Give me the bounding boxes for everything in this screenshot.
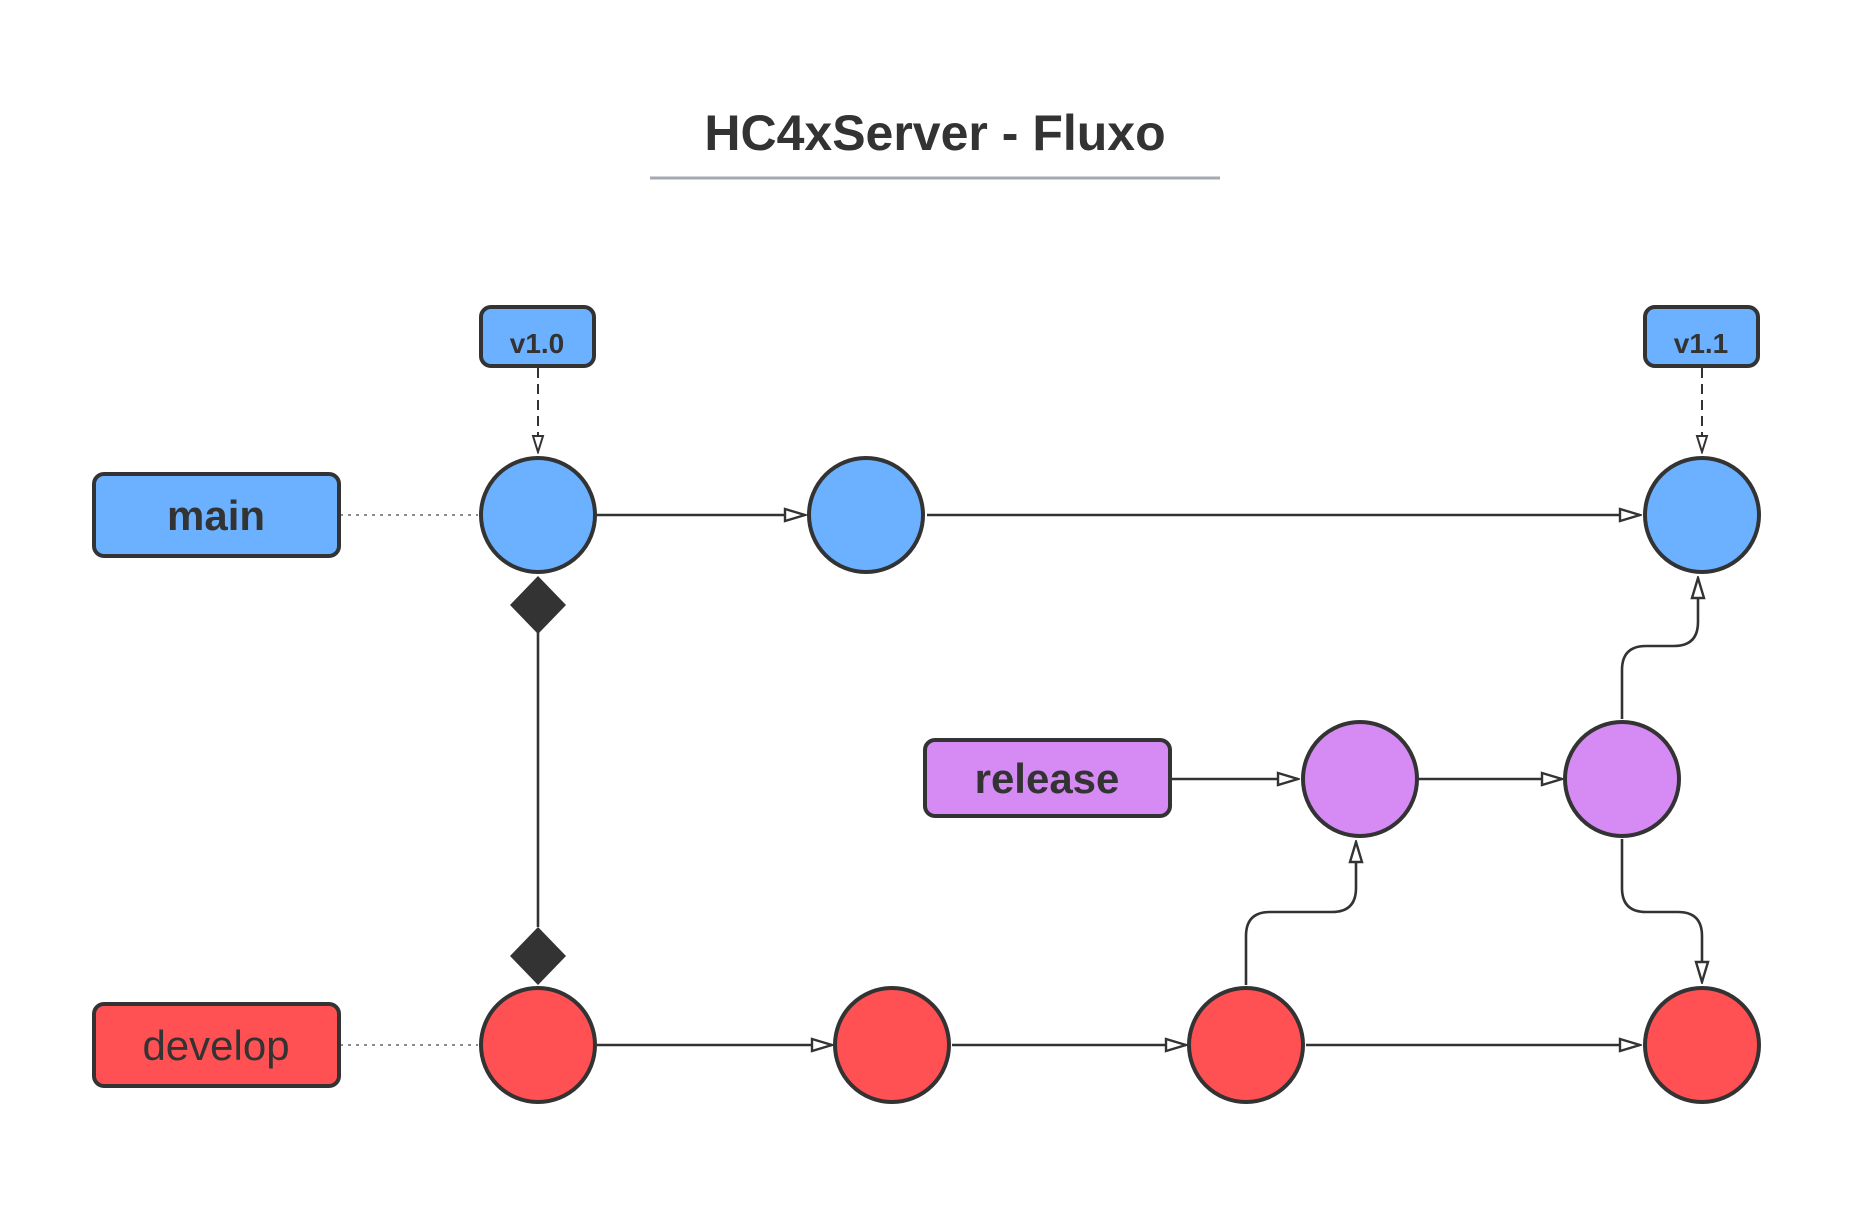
develop-commit-4 <box>1643 986 1761 1104</box>
tag-v1-1-box <box>1643 305 1760 368</box>
main-branch-label: main <box>92 472 341 558</box>
tag-v1-0: v1.0 <box>479 305 596 368</box>
release-commit-1 <box>1301 720 1419 838</box>
release-branch-text: release <box>975 755 1120 802</box>
composition-diamond-bottom <box>510 927 566 985</box>
develop-commit-2 <box>833 986 951 1104</box>
develop-branch-text: develop <box>142 1022 289 1069</box>
release-to-develop-edge <box>1620 839 1702 982</box>
tag-v1-0-box <box>479 305 596 368</box>
main-commit-1 <box>479 456 597 574</box>
main-branch-text: main <box>167 492 265 539</box>
develop-branch-box <box>92 1002 341 1088</box>
main-commit-2 <box>807 456 925 574</box>
tag-v1-0-text: v1.0 <box>510 328 565 359</box>
release-commit-2 <box>1563 720 1681 838</box>
develop-commit-3 <box>1187 986 1305 1104</box>
main-branch-box <box>92 472 341 558</box>
release-branch-box <box>923 738 1172 818</box>
develop-branch-label: develop <box>92 1002 341 1088</box>
release-branch-label: release <box>923 738 1172 818</box>
tag-v1-1-text: v1.1 <box>1674 328 1729 359</box>
composition-diamond-top <box>510 576 566 634</box>
diagram-title: HC4xServer - Fluxo <box>704 105 1165 161</box>
main-commit-3 <box>1643 456 1761 574</box>
tag-v1-1: v1.1 <box>1643 305 1760 368</box>
develop-commit-1 <box>479 986 597 1104</box>
develop-to-release-edge <box>1244 842 1356 985</box>
release-to-main-edge <box>1620 578 1698 719</box>
